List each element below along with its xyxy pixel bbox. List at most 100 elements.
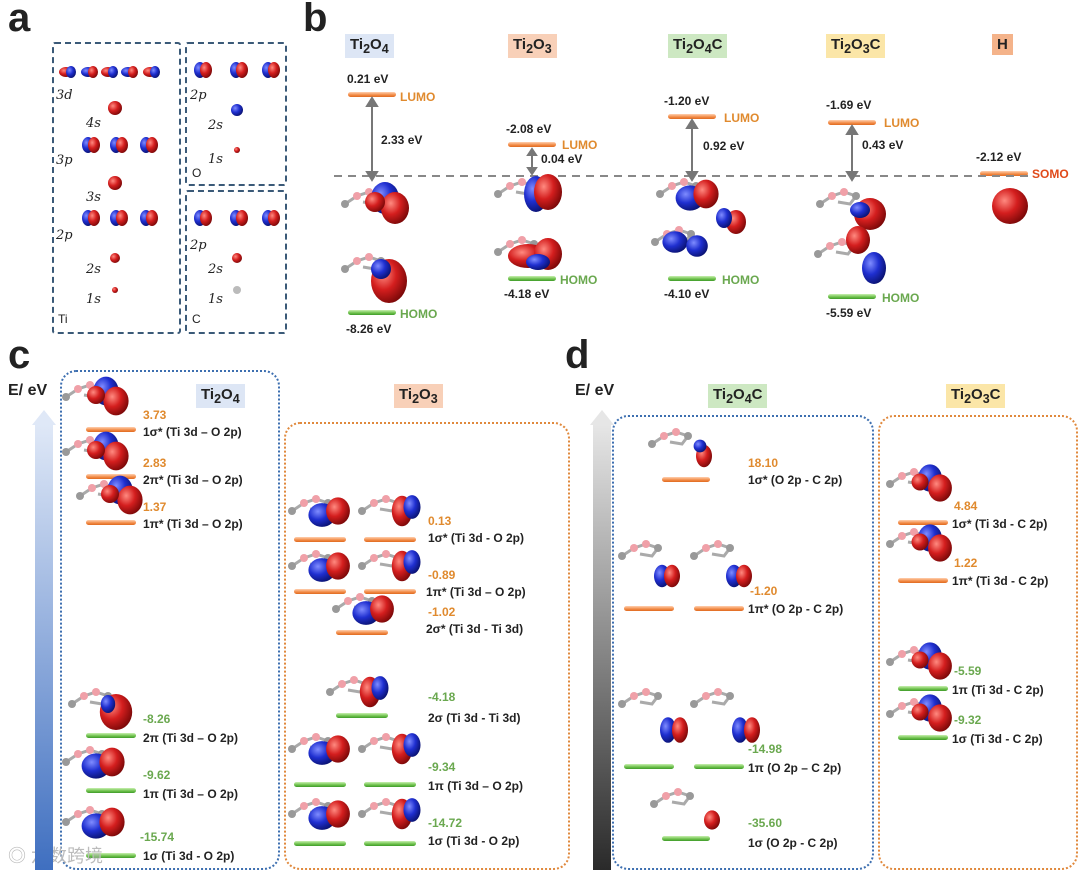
atom — [898, 650, 906, 658]
ti2o3c-energy-3: -5.59 — [954, 664, 982, 678]
atom — [828, 192, 836, 200]
atom — [300, 499, 308, 507]
atom — [518, 178, 526, 186]
orbital-lobe — [108, 66, 118, 78]
ti2o4c-homo-level — [668, 276, 716, 281]
mo-lobe — [736, 564, 752, 588]
h-s-orbital — [992, 188, 1028, 224]
atom — [838, 238, 846, 246]
ti2o3c-desc-4: 1σ (Ti 3d - C 2p) — [952, 732, 1043, 746]
ti2o4-desc-1: 1σ* (Ti 3d – O 2p) — [143, 425, 242, 439]
atom — [74, 385, 82, 393]
ti2o3c-lumo-label: LUMO — [884, 116, 920, 130]
h-somo-energy: -2.12 eV — [976, 150, 1022, 164]
orbital-lobe — [66, 66, 76, 78]
ti2o3c-energy-4: -9.32 — [954, 713, 982, 727]
ti2o3-lumo-energy: -2.08 eV — [506, 122, 552, 136]
atom — [648, 440, 656, 448]
ti2o4-level-2 — [86, 474, 136, 479]
ti2o4-energy-4: -8.26 — [143, 712, 171, 726]
ti2o4-energy-1: 3.73 — [143, 408, 167, 422]
orbital-lobe — [108, 101, 122, 115]
c-box-label: C — [192, 312, 201, 326]
panel-label-d: d — [565, 333, 590, 377]
atom — [62, 758, 70, 766]
ti2o3c-gap: 0.43 eV — [862, 138, 904, 152]
orbital-lobe — [88, 210, 100, 226]
ti2o3-energy-5: -9.34 — [428, 760, 456, 774]
c-energy-axis-arrow — [35, 425, 53, 870]
c-energy-axis-label: E/ eV — [8, 382, 48, 399]
atom — [382, 733, 390, 741]
atom — [654, 544, 662, 552]
atom — [353, 257, 361, 265]
atom — [702, 544, 710, 552]
ti2o4-desc-4: 2π (Ti 3d – O 2p) — [143, 731, 238, 745]
mo-lobe — [928, 652, 952, 680]
ti2o3c-desc-2: 1π* (Ti 3d - C 2p) — [952, 574, 1049, 588]
ti2o4-homo-level — [348, 310, 396, 315]
atom — [886, 710, 894, 718]
mo-lobe — [117, 485, 143, 515]
ti2o3-level-6b — [364, 841, 416, 846]
ti2o3c-lumo-energy: -1.69 eV — [826, 98, 872, 112]
ti2o4-desc-2: 2π* (Ti 3d – O 2p) — [143, 473, 243, 487]
ti2o4c-mo-box — [612, 415, 874, 870]
ti2o3c-desc-3: 1π (Ti 3d - C 2p) — [952, 683, 1044, 697]
atom — [288, 507, 296, 515]
atom — [656, 190, 664, 198]
ti2o3-level-1a — [294, 537, 346, 542]
ti2o3c-homo-label: HOMO — [882, 291, 920, 305]
ti-box-label: Ti — [58, 312, 68, 326]
atom — [233, 286, 241, 294]
ti2o3-level-3 — [336, 630, 388, 635]
ti2o3-desc-1: 1σ* (Ti 3d - O 2p) — [428, 531, 524, 545]
mo-lobe — [672, 717, 688, 743]
panel-label-a: a — [8, 0, 31, 40]
mo-lobe — [846, 226, 870, 254]
mo-lobe — [928, 534, 952, 562]
atom — [62, 448, 70, 456]
orbital-lobe — [116, 210, 128, 226]
c-tag-ti2o3: Ti2O3 — [394, 384, 443, 408]
ti2o3c-level-4 — [898, 735, 948, 740]
atom — [88, 484, 96, 492]
atom — [341, 265, 349, 273]
atom — [74, 440, 82, 448]
orbital-lobe — [268, 62, 280, 78]
atom — [886, 540, 894, 548]
molecule-skeleton — [621, 690, 661, 706]
atom — [356, 593, 364, 601]
molecule-skeleton — [621, 542, 661, 558]
ti2o3-gap: 0.04 eV — [541, 152, 583, 166]
mo-lobe — [365, 192, 385, 212]
mo-lobe — [911, 651, 929, 669]
atom — [312, 733, 320, 741]
ti2o4c-energy-1: 18.10 — [748, 456, 779, 470]
h-somo-label: SOMO — [1032, 167, 1069, 181]
atom — [370, 554, 378, 562]
atom — [642, 540, 650, 548]
mo-lobe — [403, 733, 421, 757]
mo-lobe — [403, 550, 421, 574]
ti2o3-homo-energy: -4.18 eV — [504, 287, 550, 301]
mo-lobe — [928, 704, 952, 732]
mo-lobe — [101, 485, 119, 503]
atom — [674, 788, 682, 796]
atom — [370, 802, 378, 810]
atom — [654, 692, 662, 700]
ti2o3-energy-6: -14.72 — [428, 816, 463, 830]
tag-h: H — [992, 34, 1013, 55]
d-energy-axis-arrow — [593, 425, 611, 870]
atom — [816, 200, 824, 208]
tag-ti2o3c: Ti2O3C — [826, 34, 886, 58]
orbital-lobe — [234, 147, 240, 153]
atom — [702, 692, 710, 700]
ti2o3-desc-4: 2σ (Ti 3d - Ti 3d) — [428, 711, 521, 725]
atom — [312, 798, 320, 806]
ti2o3c-level-3 — [898, 686, 948, 691]
atom — [690, 700, 698, 708]
atom — [630, 544, 638, 552]
mo-lobe — [862, 252, 886, 284]
atom — [86, 746, 94, 754]
